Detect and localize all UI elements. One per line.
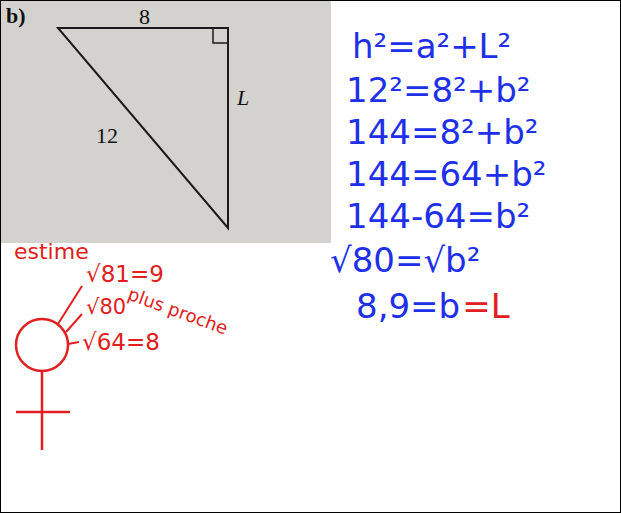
leader-line [68,342,79,344]
estimate: √80 [86,296,126,319]
equation: 12²=8²+b² [346,72,530,109]
leader-line [66,314,82,332]
equation: 144=8²+b² [346,114,538,151]
right-angle-mark [213,28,228,43]
equation: 144=64+b² [346,156,546,193]
side-length: 8 [139,5,150,29]
estimate: √81=9 [86,262,164,287]
equation: 144-64=b² [346,198,530,235]
estimate: √64=8 [82,330,160,355]
side-name: L [237,86,249,110]
head-circle [16,319,68,371]
arm-line [16,411,70,414]
part-label: b) [6,4,26,28]
equation: =L [462,288,509,325]
equation: 8,9=b [356,288,460,325]
triangle [58,28,228,228]
side-length: 12 [96,124,118,148]
body-line [41,371,44,450]
equation: h²=a²+L² [352,28,511,65]
photo-ground [1,1,331,243]
equation: √80=√b² [330,242,480,279]
note: estime [14,240,89,264]
